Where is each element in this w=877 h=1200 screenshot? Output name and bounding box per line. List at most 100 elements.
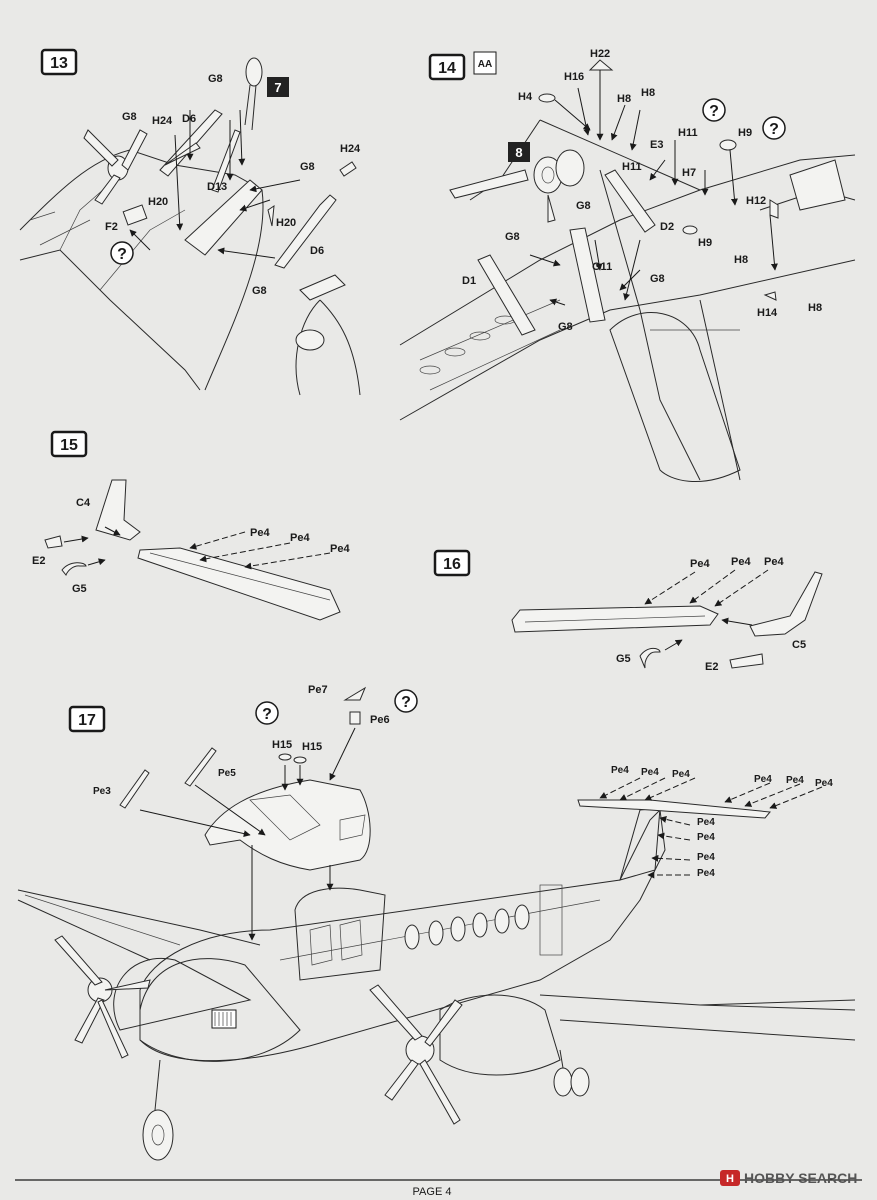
main-gear-17: [553, 1049, 590, 1097]
callout-pe4: Pe4: [697, 868, 715, 879]
callout-g8: G8: [650, 273, 665, 285]
step-14-number: 14: [438, 60, 456, 77]
callout-h8: H8: [617, 93, 631, 105]
callout-c5: C5: [792, 639, 806, 651]
callout-pe4: Pe4: [611, 765, 629, 776]
callout-g11: G11: [592, 261, 612, 273]
callout-pe4: Pe4: [764, 556, 784, 568]
callout-g8: G8: [505, 231, 520, 243]
step-14-badge: 14: [428, 53, 466, 81]
callout-h4: H4: [518, 91, 533, 103]
part-c4: [95, 479, 141, 541]
part-g5: [639, 647, 661, 669]
callout-e2: E2: [32, 555, 45, 567]
step-16-badge: 16: [433, 549, 471, 577]
callout-h8: H8: [808, 302, 822, 314]
propeller-right-17: [369, 984, 463, 1125]
callout-pe4: Pe4: [690, 558, 710, 570]
step-14: 14 AA 8: [399, 48, 856, 483]
watermark-logo-icon: H: [726, 1173, 734, 1185]
callout-h15: H15: [272, 739, 292, 751]
callout-pe4: Pe4: [815, 778, 833, 789]
step-15-number: 15: [60, 437, 78, 454]
callout-g5: G5: [616, 653, 631, 665]
propeller-left-17: [54, 935, 151, 1059]
callout-g8: G8: [558, 321, 573, 333]
nose-wheel: [245, 57, 263, 87]
callout-d6: D6: [182, 113, 196, 125]
callout-pe4: Pe4: [697, 852, 715, 863]
callout-d13: D13: [207, 181, 227, 193]
ref-badge-8: 8: [515, 145, 522, 160]
svg-text:?: ?: [117, 246, 127, 263]
callout-pe4: Pe4: [697, 817, 715, 828]
watermark-text: HOBBY SEARCH: [744, 1170, 857, 1186]
aa-badge: AA: [473, 51, 497, 75]
callout-pe4: Pe4: [330, 543, 350, 555]
step-17-badge: 17: [68, 705, 106, 733]
svg-text:?: ?: [401, 694, 411, 711]
svg-text:?: ?: [709, 103, 719, 120]
step-16-number: 16: [443, 556, 461, 573]
callout-h15: H15: [302, 741, 322, 753]
canopy-roof-part: [204, 779, 371, 871]
callout-h8: H8: [641, 87, 655, 99]
callout-h24: H24: [152, 115, 173, 127]
query-mark: ?: [394, 689, 418, 713]
step-16: 16 Pe4 Pe4 Pe4 C5 G5 E2: [433, 549, 823, 673]
svg-text:AA: AA: [478, 59, 492, 70]
part-d2-door: [604, 169, 656, 233]
callout-pe4: Pe4: [754, 774, 772, 785]
watermark: H HOBBY SEARCH: [720, 1170, 857, 1186]
callout-pe5: Pe5: [218, 768, 236, 779]
callout-pe4: Pe4: [786, 775, 804, 786]
callout-g8: G8: [576, 200, 591, 212]
query-mark: ?: [255, 701, 279, 725]
query-mark: ?: [702, 98, 726, 122]
callout-g8: G8: [300, 161, 315, 173]
part-g5: [61, 562, 87, 576]
step-17-number: 17: [78, 712, 96, 729]
svg-text:?: ?: [769, 121, 779, 138]
query-mark: ?: [110, 241, 134, 265]
callout-pe4: Pe4: [641, 767, 659, 778]
callout-e2: E2: [705, 661, 718, 673]
callout-h22: H22: [590, 48, 610, 60]
callout-pe4: Pe4: [250, 527, 270, 539]
svg-text:?: ?: [262, 706, 272, 723]
callout-pe4: Pe4: [731, 556, 751, 568]
main-wheel-14: [449, 149, 585, 223]
callout-pe6: Pe6: [370, 714, 390, 726]
callout-pe4: Pe4: [672, 769, 690, 780]
callout-h12: H12: [746, 195, 766, 207]
callout-h16: H16: [564, 71, 584, 83]
step-17: 17: [17, 684, 856, 1161]
query-mark: ?: [762, 116, 786, 140]
part-d6-frame: [274, 194, 337, 269]
callout-h20: H20: [148, 196, 168, 208]
callout-h7: H7: [682, 167, 696, 179]
callout-g8: G8: [252, 285, 267, 297]
horizontal-tail-17: [577, 799, 771, 819]
callout-pe4: Pe4: [290, 532, 310, 544]
callout-g5: G5: [72, 583, 87, 595]
propeller-13: [83, 129, 148, 205]
cabin-windows: [404, 904, 530, 950]
callout-h20: H20: [276, 217, 296, 229]
callout-d1: D1: [462, 275, 476, 287]
step-13-number: 13: [50, 55, 68, 72]
part-f2: [122, 204, 148, 226]
callout-g8: G8: [208, 73, 223, 85]
callout-h24: H24: [340, 143, 361, 155]
callout-h9: H9: [738, 127, 752, 139]
callout-h14: H14: [757, 307, 778, 319]
page-number: PAGE 4: [413, 1186, 452, 1198]
part-e2: [729, 653, 764, 669]
callout-h11: H11: [622, 161, 642, 173]
horizontal-stabilizer-15: [137, 547, 341, 621]
ref-badge-7: 7: [274, 80, 281, 95]
callout-f2: F2: [105, 221, 118, 233]
callout-h11: H11: [678, 127, 698, 139]
part-c5: [749, 571, 823, 637]
